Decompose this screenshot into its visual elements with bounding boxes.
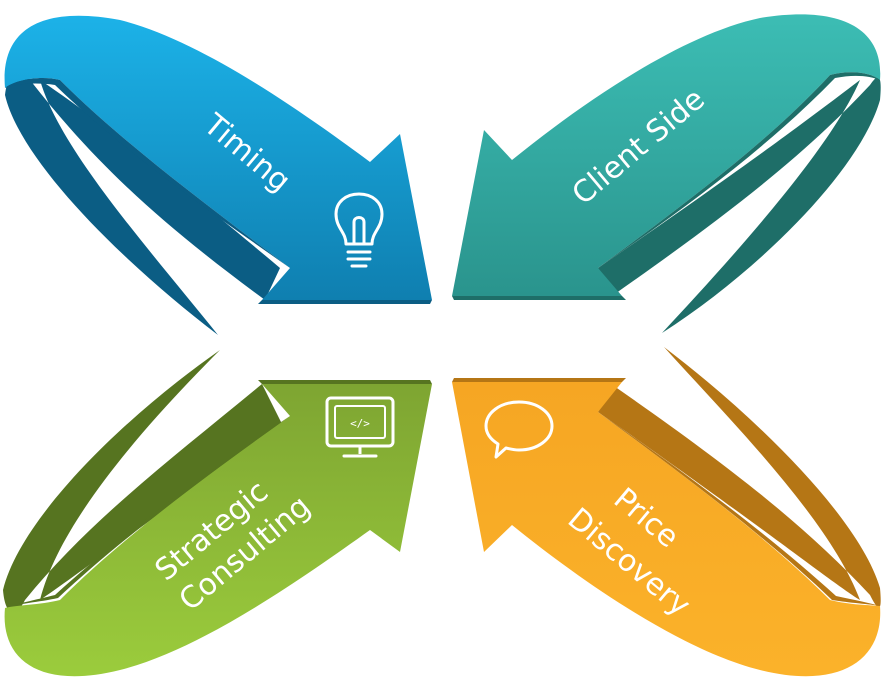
arrow-strategic-consulting-tail (3, 350, 282, 613)
arrow-timing-body (4, 15, 433, 300)
lightbulb-icon (334, 192, 384, 268)
arrow-timing-inner-edge (5, 77, 432, 304)
arrow-timing: Timing (4, 15, 433, 336)
monitor-code-icon: </> (325, 396, 395, 458)
speech-bubble-icon (484, 400, 554, 459)
arrow-strategic-consulting: Strategic Consulting </> (3, 350, 433, 677)
arrow-client-side: Client Side (452, 14, 881, 334)
arrow-timing-tail (5, 69, 280, 336)
arrow-price-discovery-body (452, 382, 881, 677)
arrow-client-side-body (452, 14, 881, 297)
arrow-price-discovery: Price Discovery (452, 347, 881, 677)
arrow-price-discovery-tail (598, 347, 881, 608)
arrow-client-side-tail (598, 77, 881, 334)
arrow-strategic-consulting-body (4, 384, 433, 677)
code-tag-text: </> (350, 417, 370, 430)
